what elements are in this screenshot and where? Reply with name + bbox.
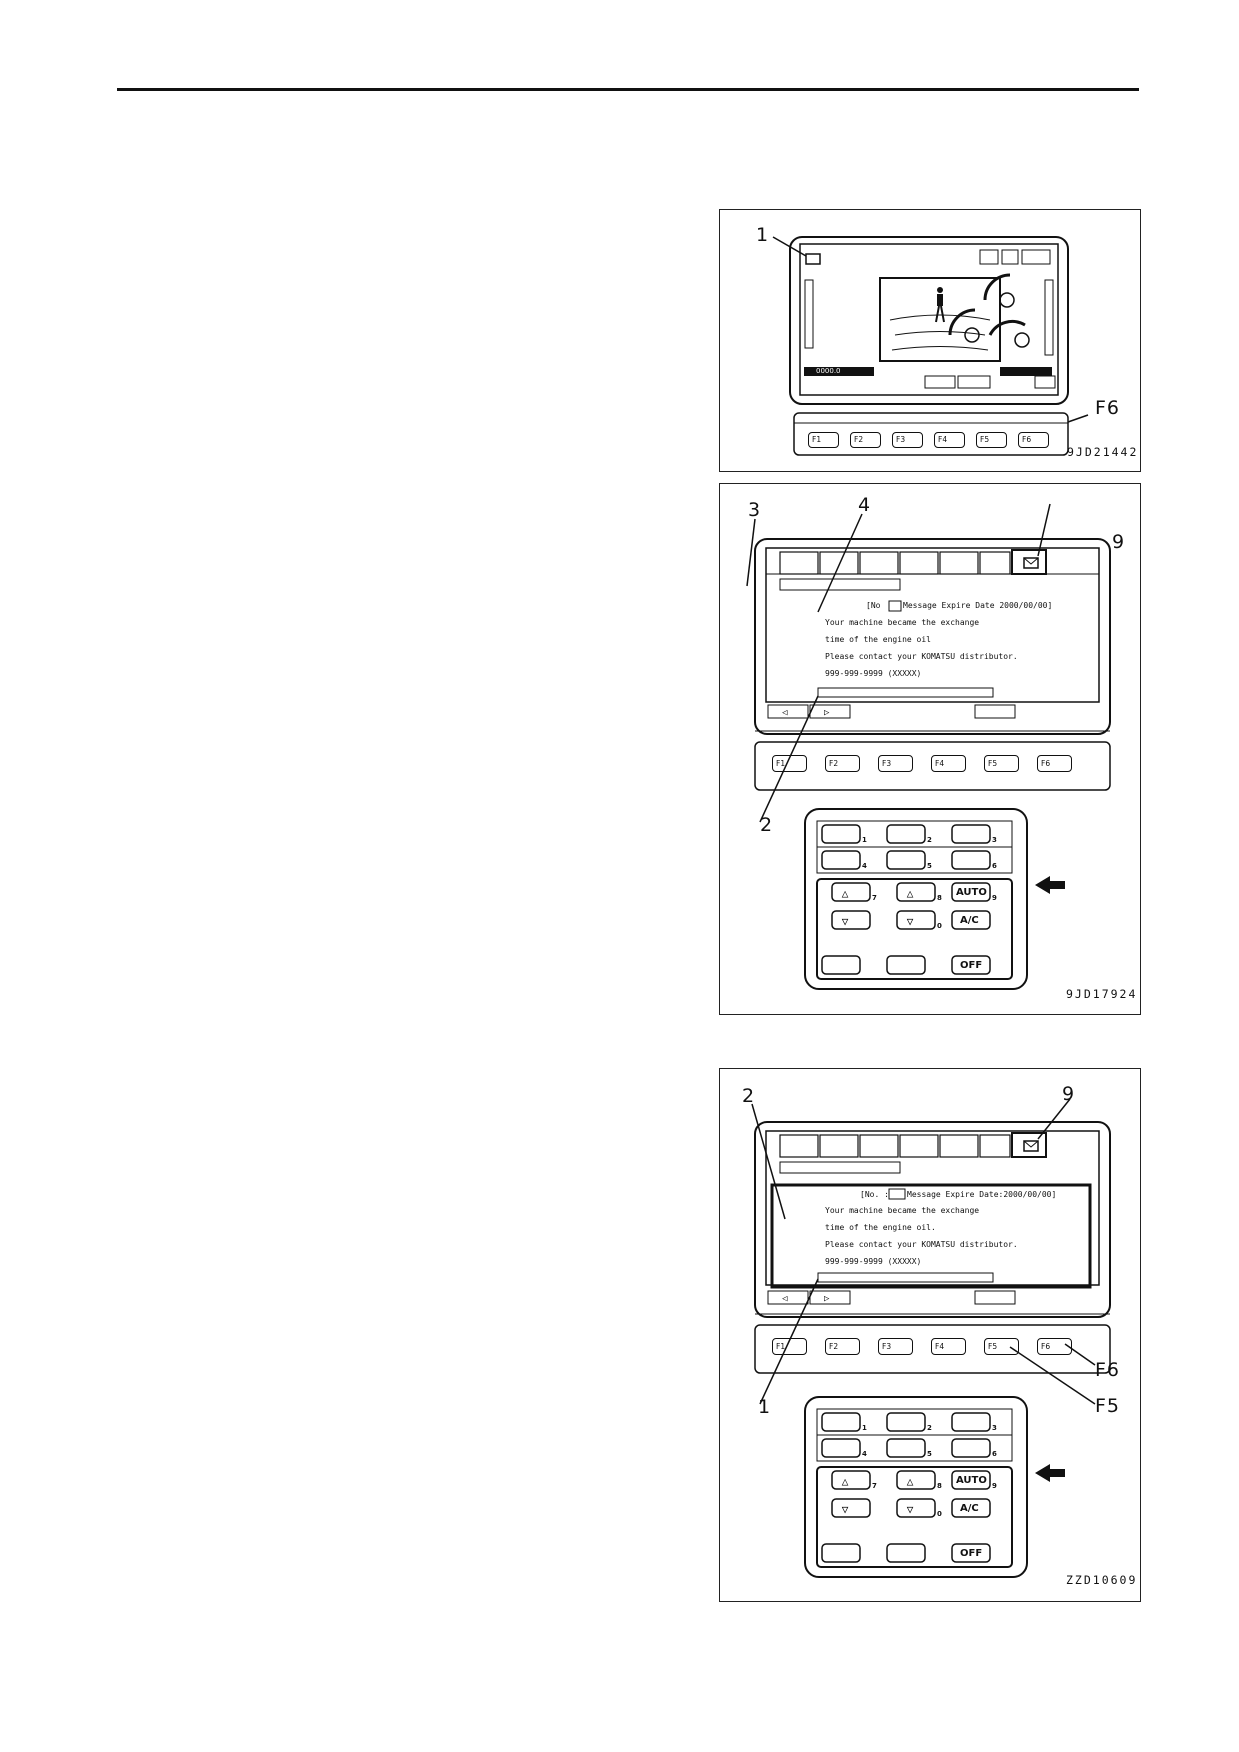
message-line-1: Your machine became the exchange [825,1206,980,1215]
auto-key[interactable]: AUTO [956,1475,987,1486]
svg-text:▽: ▽ [842,1503,849,1516]
svg-text:△: △ [907,887,914,900]
message-line-4: 999-999-9999 (XXXXX) [825,1257,922,1266]
envelope-icon [1023,557,1039,569]
key-number-8: 8 [937,1482,942,1490]
fkey-f3[interactable]: F3 [892,432,923,448]
fkey-f5[interactable]: F5 [976,432,1007,448]
callout-f6: F6 [1095,397,1121,419]
figure-code: 9JD21442 [1067,445,1139,459]
message-line-2: time of the engine oil [825,635,931,644]
monitor-illustration [772,236,1089,456]
svg-text:◁: ◁ [782,1294,788,1304]
hour-meter: 0000.0 [816,367,841,375]
figure-monitor-main-screen: F1 F2 F3 F4 F5 F6 0000.0 1 F6 9JD21442 [719,209,1141,472]
fkey-f1[interactable]: F1 [808,432,839,448]
fkey-f3[interactable]: F3 [878,1338,913,1355]
fkey-f1[interactable]: F1 [772,1338,807,1355]
envelope-icon [1023,1140,1039,1152]
ac-key[interactable]: A/C [960,915,979,926]
svg-text:▽: ▽ [907,1503,914,1516]
monitor-selected-illustration: ◁ ▷ △ ▽ △ ▽ [751,1098,1111,1578]
svg-text:△: △ [907,1475,914,1488]
svg-text:△: △ [842,1475,849,1488]
callout-9: 9 [1062,1083,1076,1105]
callout-f5: F5 [1095,1395,1121,1417]
key-number-0: 0 [937,1510,942,1518]
fkey-f2[interactable]: F2 [850,432,881,448]
callout-f6: F6 [1095,1359,1121,1381]
fkey-f5[interactable]: F5 [984,1338,1019,1355]
monitor-message-illustration: ◁ ▷ △ ▽ △ ▽ [746,503,1111,990]
message-header-date: Message Expire Date 2000/00/00] [903,601,1053,610]
key-number-6: 6 [992,1450,997,1458]
fkey-f5[interactable]: F5 [984,755,1019,772]
fkey-f6[interactable]: F6 [1037,1338,1072,1355]
fkey-f6[interactable]: F6 [1018,432,1049,448]
callout-1: 1 [758,1396,772,1418]
key-number-8: 8 [937,894,942,902]
callout-1: 1 [756,224,770,246]
fkey-f1[interactable]: F1 [772,755,807,772]
svg-text:▷: ▷ [824,708,830,718]
callout-9: 9 [1112,531,1126,553]
ac-key[interactable]: A/C [960,1503,979,1514]
key-number-5: 5 [927,862,932,870]
svg-text:◁: ◁ [782,708,788,718]
key-number-0: 0 [937,922,942,930]
message-line-3: Please contact your KOMATSU distributor. [825,652,1018,661]
callout-3: 3 [748,499,762,521]
off-key[interactable]: OFF [960,960,983,971]
key-number-1: 1 [862,836,867,844]
key-number-2: 2 [927,1424,932,1432]
key-number-3: 3 [992,1424,997,1432]
key-number-2: 2 [927,836,932,844]
message-line-2: time of the engine oil. [825,1223,936,1232]
arrow-icon [1035,1464,1065,1482]
svg-text:▷: ▷ [824,1294,830,1304]
fkey-f2[interactable]: F2 [825,755,860,772]
key-number-4: 4 [862,862,867,870]
fkey-f4[interactable]: F4 [934,432,965,448]
svg-text:△: △ [842,887,849,900]
key-number-7: 7 [872,1482,877,1490]
key-number-7: 7 [872,894,877,902]
key-number-1: 1 [862,1424,867,1432]
svg-text:▽: ▽ [907,915,914,928]
fkey-f3[interactable]: F3 [878,755,913,772]
auto-key[interactable]: AUTO [956,887,987,898]
message-icon [805,253,821,265]
message-line-4: 999-999-9999 (XXXXX) [825,669,922,678]
message-header-no: [No. : [860,1190,889,1199]
figure-message-screen: ◁ ▷ △ ▽ △ ▽ [719,483,1141,1015]
message-line-3: Please contact your KOMATSU distributor. [825,1240,1018,1249]
figure-code: 9JD17924 [1066,987,1138,1001]
key-number-4: 4 [862,1450,867,1458]
figure-code: ZZD10609 [1066,1573,1138,1587]
figure-message-selected: ◁ ▷ △ ▽ △ ▽ [719,1068,1141,1602]
message-line-1: Your machine became the exchange [825,618,980,627]
fkey-f2[interactable]: F2 [825,1338,860,1355]
header-rule [117,88,1139,91]
callout-2: 2 [760,814,774,836]
svg-text:▽: ▽ [842,915,849,928]
message-header-date: Message Expire Date:2000/00/00] [907,1190,1057,1199]
key-number-9: 9 [992,1482,997,1490]
callout-2: 2 [742,1085,756,1107]
message-header-no: [No [866,601,881,610]
key-number-6: 6 [992,862,997,870]
arrow-icon [1035,876,1065,894]
key-number-9: 9 [992,894,997,902]
key-number-3: 3 [992,836,997,844]
fkey-f6[interactable]: F6 [1037,755,1072,772]
key-number-5: 5 [927,1450,932,1458]
fkey-f4[interactable]: F4 [931,755,966,772]
off-key[interactable]: OFF [960,1548,983,1559]
callout-4: 4 [858,494,872,516]
fkey-f4[interactable]: F4 [931,1338,966,1355]
